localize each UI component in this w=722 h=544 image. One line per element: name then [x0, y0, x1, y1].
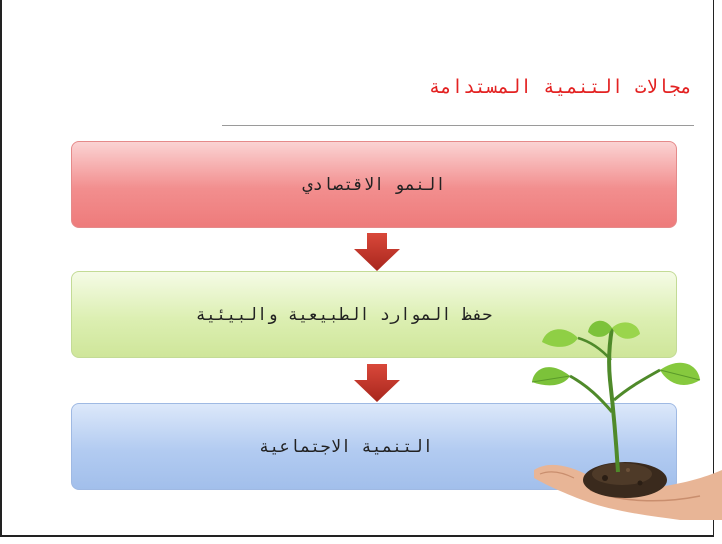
- plant-in-hand-icon: [531, 320, 722, 520]
- box-economic-growth: النمو الاقتصادي: [71, 141, 677, 228]
- down-arrow-icon: [354, 364, 400, 402]
- slide-frame: [0, 0, 714, 537]
- down-arrow-icon: [354, 233, 400, 271]
- box-resource-conservation: حفظ الموارد الطبيعية والبيئية: [71, 271, 677, 358]
- title-divider: [222, 125, 694, 126]
- box-economic-growth-label: النمو الاقتصادي: [302, 174, 446, 195]
- box-resource-conservation-label: حفظ الموارد الطبيعية والبيئية: [195, 304, 493, 325]
- box-social-development-label: التنمية الاجتماعية: [259, 436, 433, 457]
- slide-title: مجالات التنمية المستدامة: [428, 76, 692, 98]
